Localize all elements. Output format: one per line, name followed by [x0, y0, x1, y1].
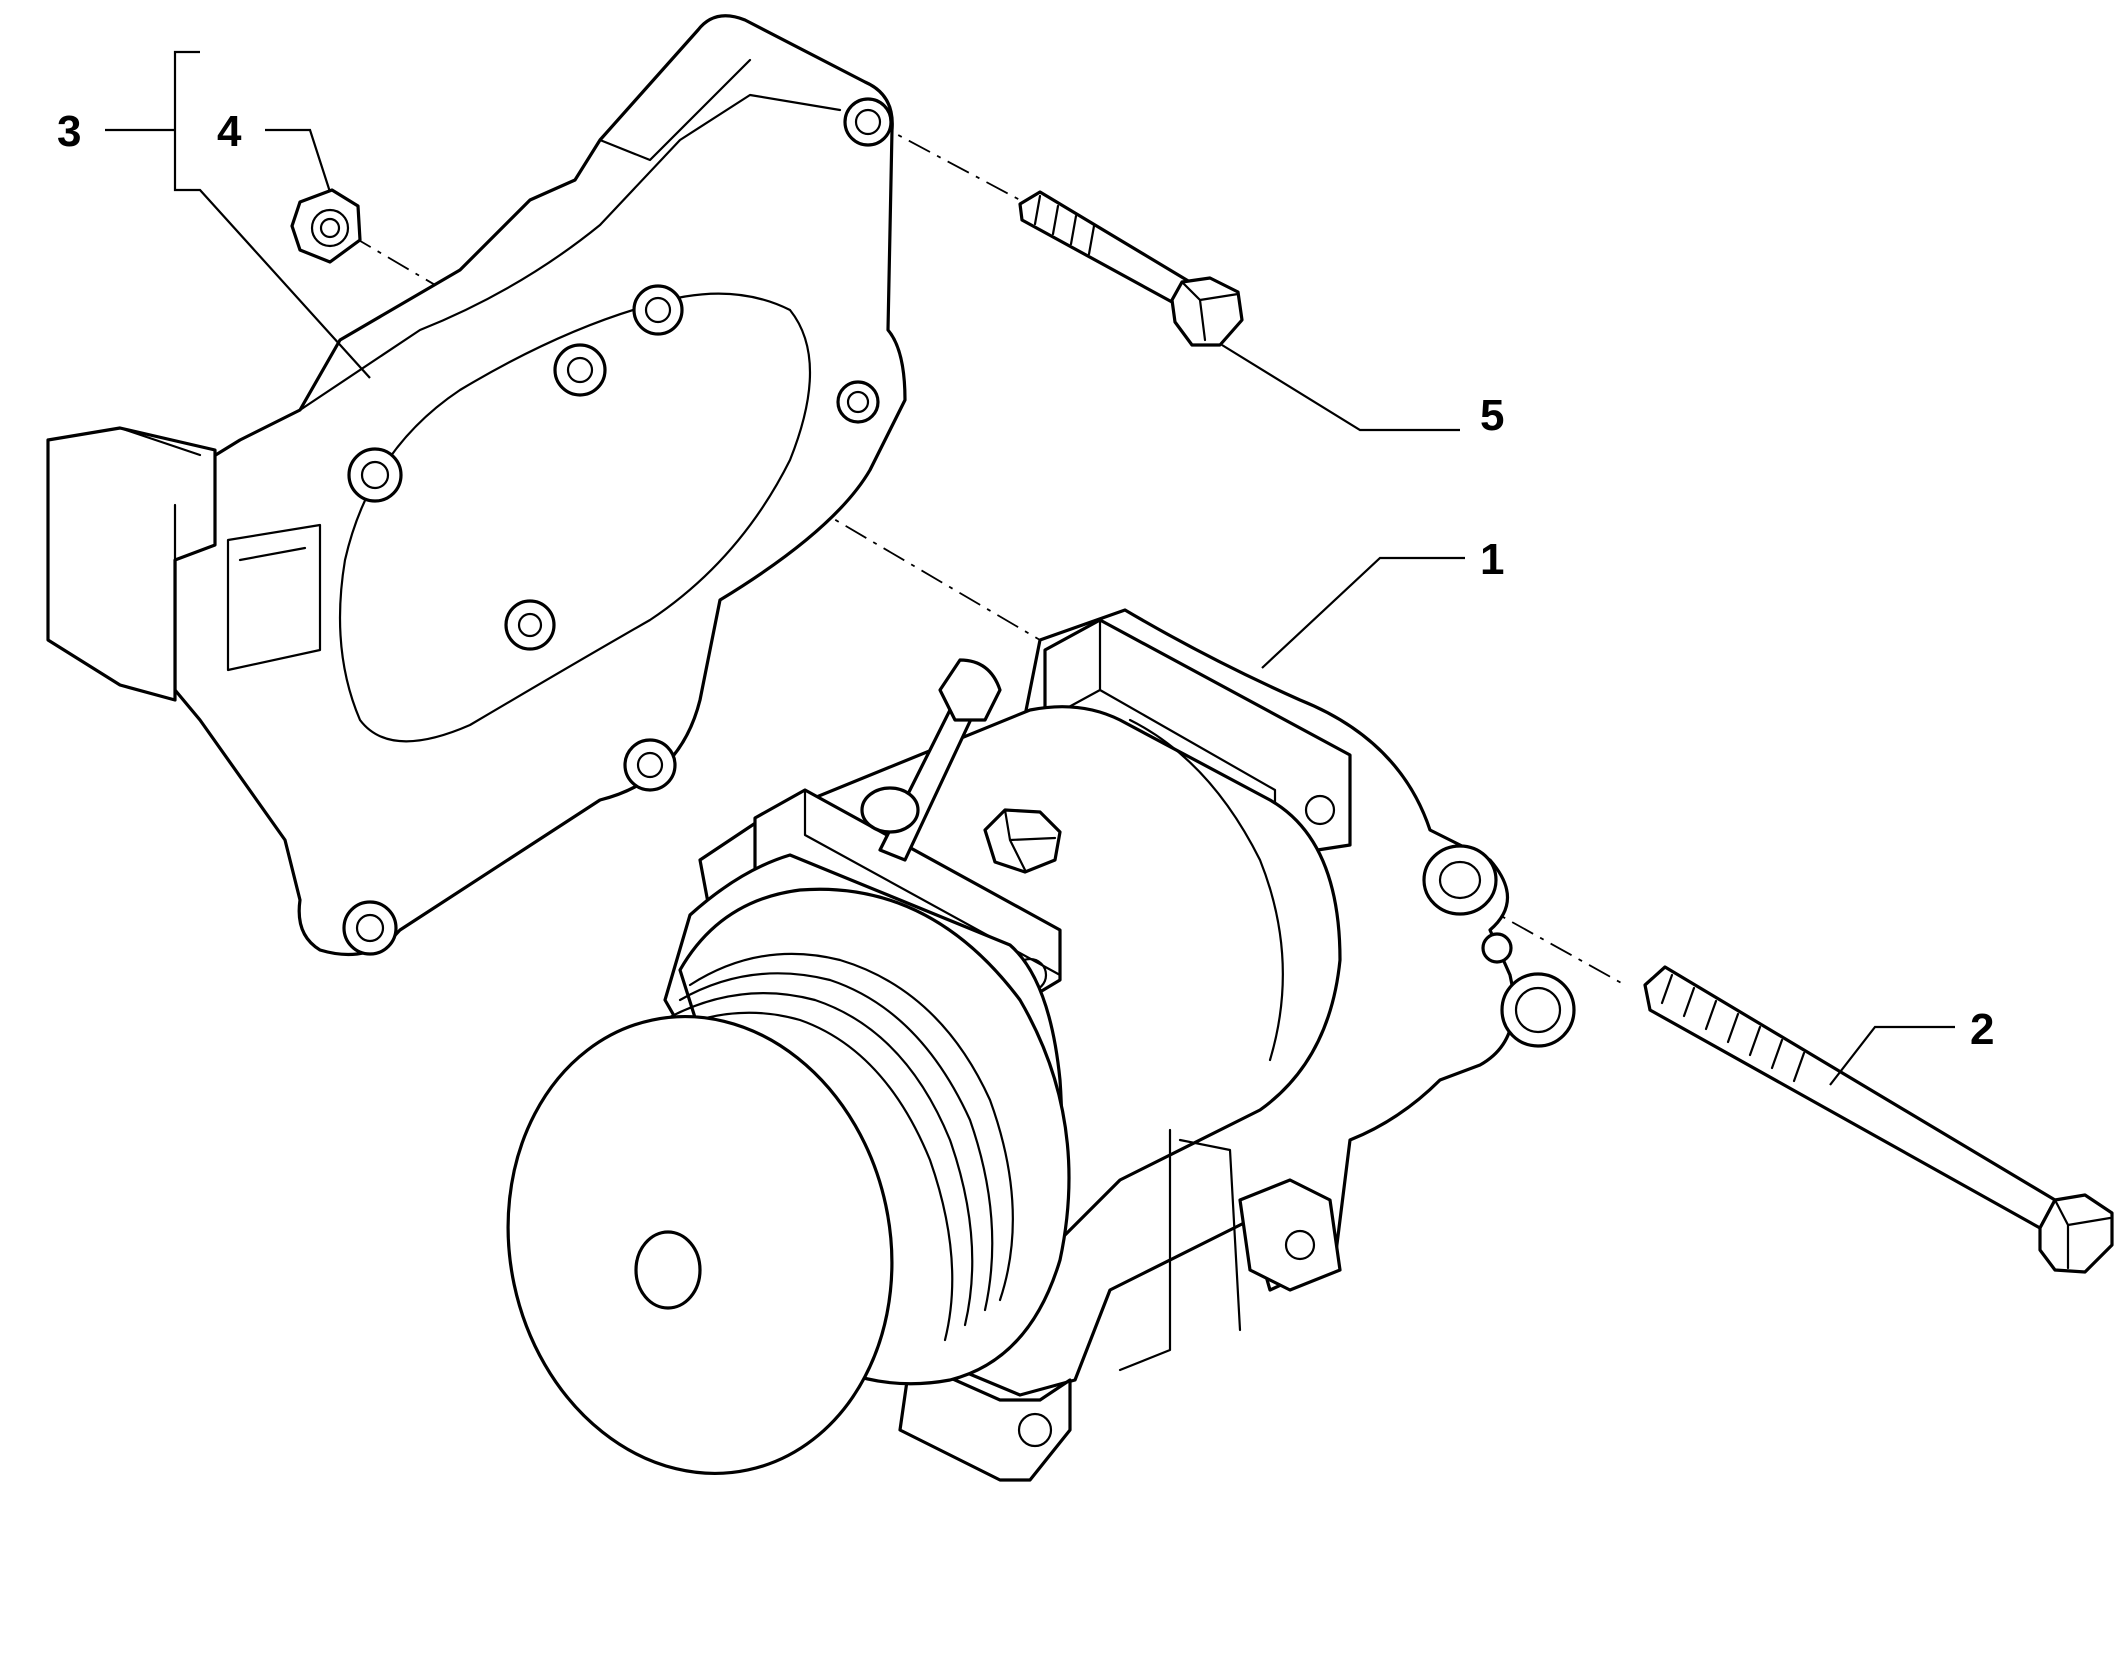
- service-valve-cap-lower: [860, 786, 920, 834]
- pulley-hub: [634, 1230, 702, 1310]
- compressor-front-mount-ear: [898, 1358, 1072, 1482]
- service-port-block-edge: [803, 788, 1062, 977]
- bracket-foot-top-face: [46, 426, 202, 457]
- ac-compressor: [506, 608, 1576, 1482]
- bracket-plate-outline: [173, 14, 907, 957]
- compressor-through-bolt: [1643, 965, 2114, 1274]
- axis-bracket-to-bolt-5: [869, 119, 1021, 201]
- leader-4: [265, 128, 332, 193]
- callout-5: 5: [1480, 391, 1504, 440]
- bracket-top-ridge: [598, 58, 752, 162]
- mounting-bracket: [46, 14, 907, 957]
- hex-nut: [290, 188, 362, 264]
- bracket-rib-window: [226, 523, 322, 672]
- pulley-belt-grooves: [658, 952, 1014, 1342]
- bracket-bolt: [1018, 190, 1244, 347]
- callout-labels: 1 2 3 4 5: [57, 107, 1994, 1054]
- bracket-bolt-bosses: [342, 97, 893, 956]
- callout-1: 1: [1480, 535, 1504, 584]
- callout-2: 2: [1970, 1005, 1994, 1054]
- bracket-inner-recess: [338, 292, 811, 743]
- callout-3: 3: [57, 107, 81, 156]
- leader-2: [1829, 1025, 1955, 1086]
- bracket-flange-edge: [298, 93, 842, 412]
- callout-4: 4: [217, 107, 242, 156]
- leader-5: [1221, 344, 1460, 432]
- leader-3-bracket: [105, 50, 371, 379]
- leader-lines: [105, 50, 1955, 1086]
- pulley-front-face: [506, 1014, 894, 1476]
- compressor-rear-boss-lower: [1500, 972, 1576, 1048]
- service-valve-cap-upper: [938, 658, 1002, 722]
- pressure-switch-hex: [983, 808, 1062, 874]
- leader-1: [1261, 556, 1465, 669]
- compressor-rear-boss-upper: [1422, 844, 1498, 916]
- compressor-body-detail-lines: [1118, 718, 1284, 1372]
